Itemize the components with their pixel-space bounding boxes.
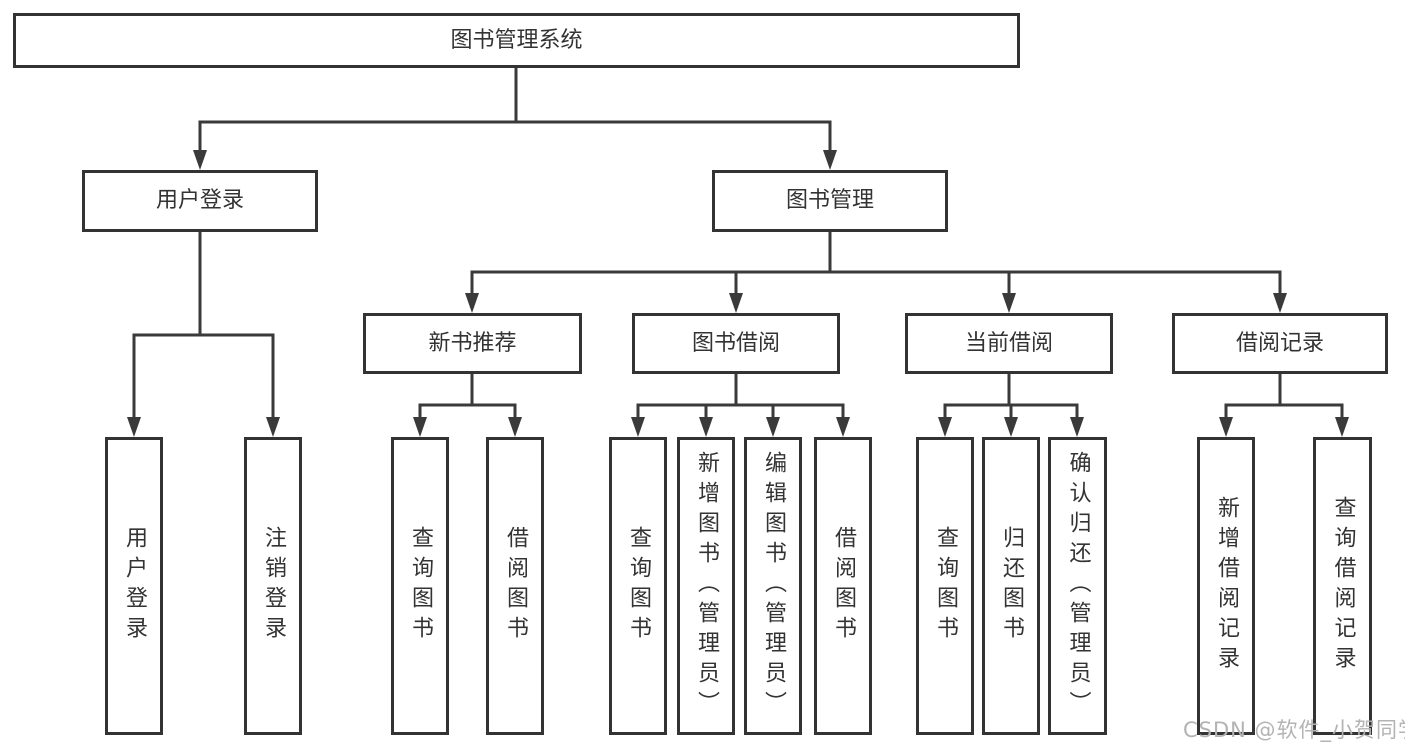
leaf-current-query-books: 查询图书 bbox=[916, 437, 974, 735]
arrowhead bbox=[1273, 293, 1287, 313]
leaf-newbook-query-books: 查询图书 bbox=[391, 437, 449, 735]
connector-current-borrow-to-leaves bbox=[938, 372, 1084, 437]
leaf-current-confirm-return-admin: 确认归还（管理员） bbox=[1048, 437, 1107, 735]
leaf-borrowing-borrow-books: 借阅图书 bbox=[814, 437, 872, 735]
arrowhead bbox=[766, 417, 780, 437]
node-user-login: 用户登录 bbox=[82, 170, 318, 232]
arrowhead bbox=[193, 150, 207, 170]
arrowhead bbox=[699, 417, 713, 437]
arrowhead bbox=[1335, 417, 1349, 437]
node-borrow-records: 借阅记录 bbox=[1172, 313, 1388, 374]
connector-root-to-level2 bbox=[193, 66, 837, 170]
leaf-borrowing-query-books: 查询图书 bbox=[609, 437, 667, 735]
arrowhead bbox=[413, 417, 427, 437]
arrowhead bbox=[836, 417, 850, 437]
leaf-records-add-borrow-record: 新增借阅记录 bbox=[1197, 437, 1255, 735]
node-book-management: 图书管理 bbox=[712, 170, 948, 232]
leaf-user-login: 用户登录 bbox=[105, 437, 163, 735]
node-new-book-recommend: 新书推荐 bbox=[363, 313, 582, 374]
connector-new-book-rec-to-leaves bbox=[413, 372, 522, 437]
node-library-management-system: 图书管理系统 bbox=[13, 13, 1020, 68]
leaf-borrowing-add-books-admin: 新增图书（管理员） bbox=[677, 437, 735, 735]
connector-borrow-records-to-leaves bbox=[1219, 372, 1349, 437]
arrowhead bbox=[938, 417, 952, 437]
leaf-newbook-borrow-books: 借阅图书 bbox=[486, 437, 544, 735]
node-current-borrowing: 当前借阅 bbox=[905, 313, 1113, 374]
node-book-borrowing: 图书借阅 bbox=[632, 313, 840, 374]
csdn-watermark: CSDN @软件_小贺同学 bbox=[1183, 718, 1405, 742]
arrowhead bbox=[508, 417, 522, 437]
leaf-borrowing-edit-books-admin: 编辑图书（管理员） bbox=[744, 437, 802, 735]
connector-book-mgmt-to-level3 bbox=[465, 230, 1287, 313]
arrowhead bbox=[823, 150, 837, 170]
arrowhead bbox=[127, 417, 141, 437]
leaf-records-query-borrow-record: 查询借阅记录 bbox=[1313, 437, 1372, 735]
connector-user-login-to-leaves bbox=[127, 230, 280, 437]
arrowhead bbox=[1004, 417, 1018, 437]
arrowhead bbox=[1002, 293, 1016, 313]
connector-book-borrow-to-leaves bbox=[631, 372, 850, 437]
arrowhead bbox=[631, 417, 645, 437]
arrowhead bbox=[1219, 417, 1233, 437]
arrowhead bbox=[1070, 417, 1084, 437]
arrowhead bbox=[465, 293, 479, 313]
arrowhead bbox=[266, 417, 280, 437]
leaf-current-return-books: 归还图书 bbox=[982, 437, 1040, 735]
arrowhead bbox=[729, 293, 743, 313]
leaf-logout: 注销登录 bbox=[244, 437, 302, 735]
